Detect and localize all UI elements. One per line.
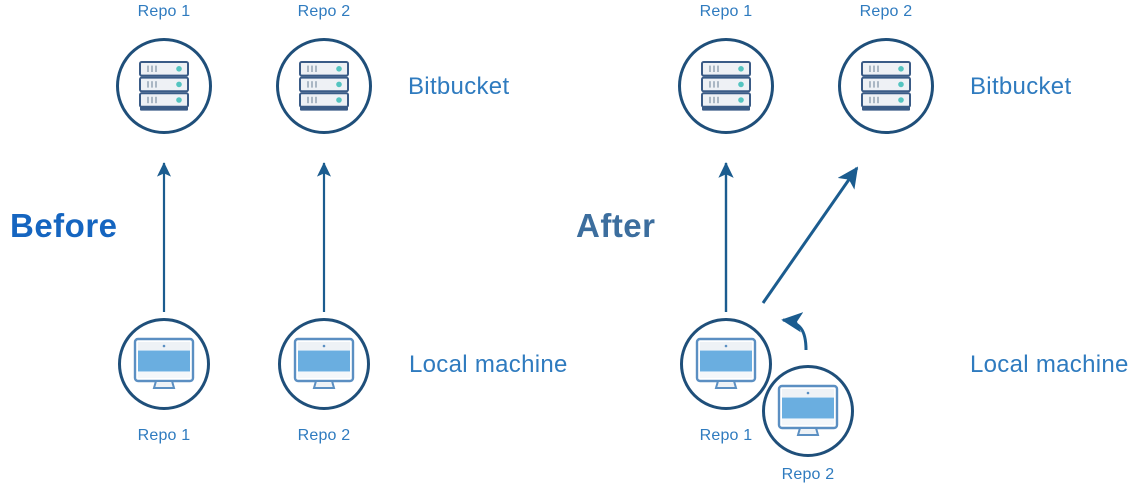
node-after-local-repo-2[interactable] [762, 365, 854, 457]
node-before-remote-repo-1[interactable] [116, 38, 212, 134]
arrow-after-push-repo2 [761, 166, 859, 304]
node-after-remote-repo-2[interactable] [838, 38, 934, 134]
caption-before-remote-repo-2: Repo 2 [297, 3, 351, 20]
node-after-local-repo-1[interactable] [680, 318, 772, 410]
node-before-remote-repo-2[interactable] [276, 38, 372, 134]
caption-after-local-repo-2: Repo 2 [781, 466, 835, 483]
node-after-remote-repo-1[interactable] [678, 38, 774, 134]
server-icon [841, 41, 931, 131]
caption-before-local-repo-2: Repo 2 [297, 427, 351, 444]
arrow-after-submodule-link [781, 312, 808, 351]
row-label-local-machine-before: Local machine [409, 351, 568, 378]
monitor-icon [281, 321, 367, 407]
section-label-after: After [576, 207, 656, 244]
row-label-bitbucket-before: Bitbucket [408, 73, 510, 100]
server-icon [119, 41, 209, 131]
server-icon [279, 41, 369, 131]
caption-after-local-repo-1: Repo 1 [699, 427, 753, 444]
section-label-before: Before [10, 207, 118, 244]
row-label-bitbucket-after: Bitbucket [970, 73, 1072, 100]
caption-before-remote-repo-1: Repo 1 [137, 3, 191, 20]
monitor-icon [121, 321, 207, 407]
caption-before-local-repo-1: Repo 1 [137, 427, 191, 444]
node-before-local-repo-1[interactable] [118, 318, 210, 410]
caption-after-remote-repo-1: Repo 1 [699, 3, 753, 20]
server-icon [681, 41, 771, 131]
caption-after-remote-repo-2: Repo 2 [859, 3, 913, 20]
monitor-icon [683, 321, 769, 407]
node-before-local-repo-2[interactable] [278, 318, 370, 410]
row-label-local-machine-after: Local machine [970, 351, 1129, 378]
monitor-icon [765, 368, 851, 454]
